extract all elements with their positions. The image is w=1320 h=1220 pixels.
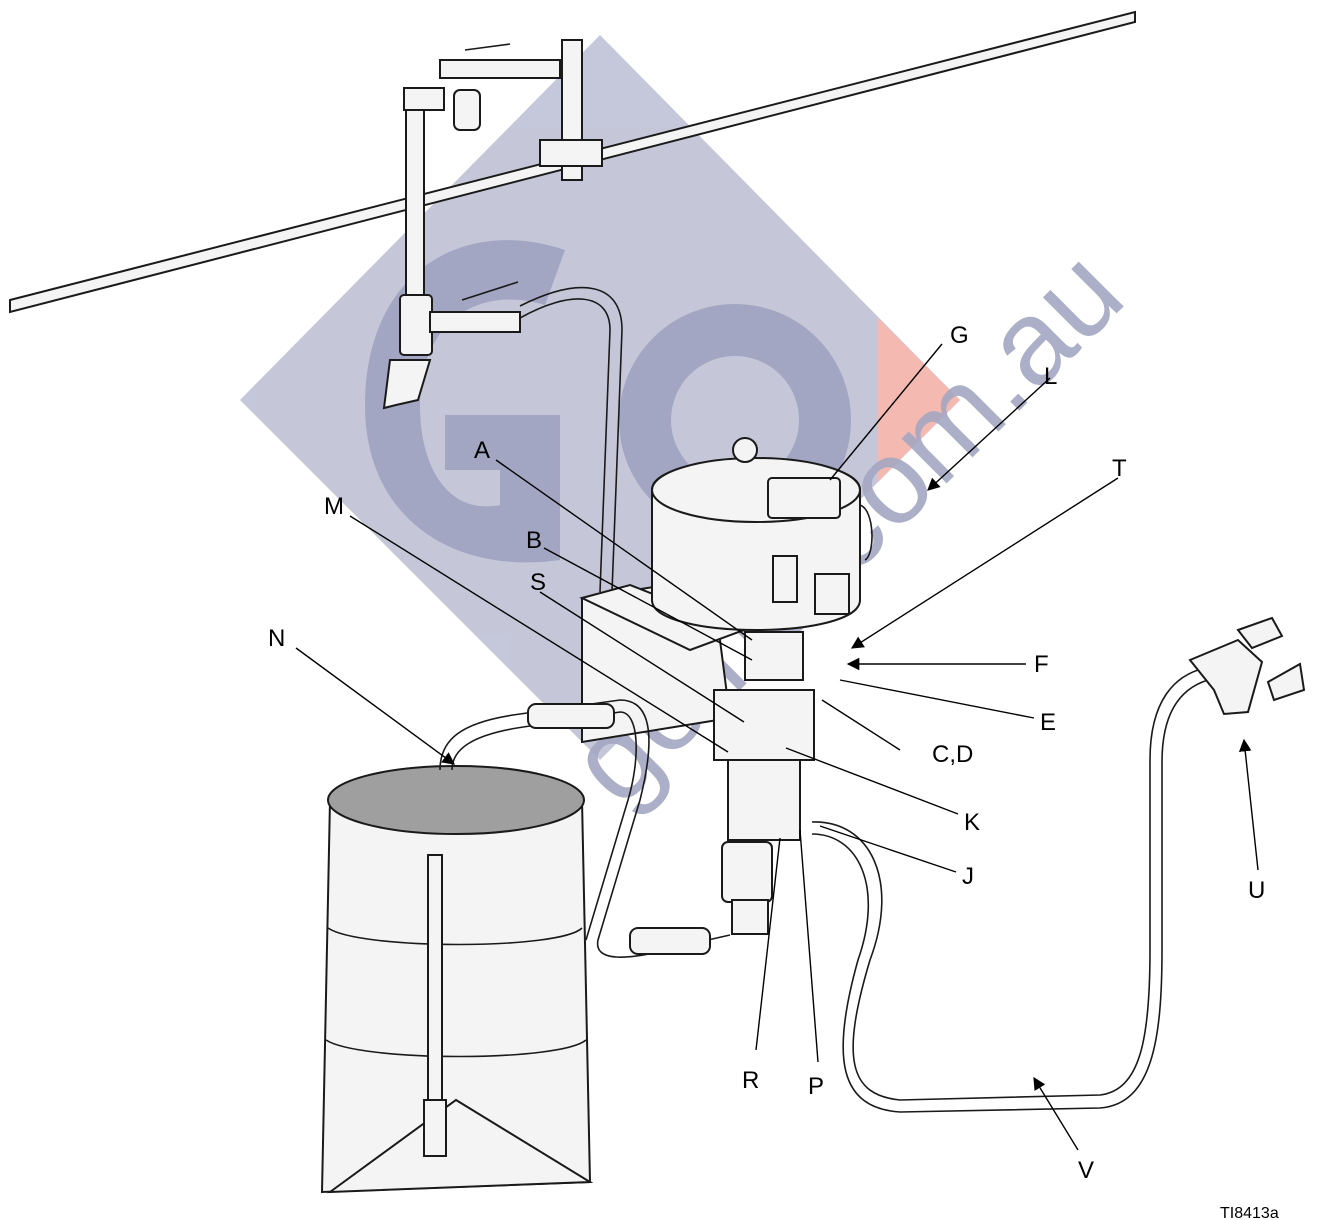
callout-m: M (324, 493, 344, 520)
material-drum (320, 765, 594, 1194)
callout-r: R (742, 1067, 759, 1094)
callout-f: F (1034, 651, 1049, 678)
air-supply-hose (519, 298, 611, 593)
callout-l: L (1044, 363, 1057, 390)
air-motor (651, 437, 873, 631)
callout-g: G (950, 322, 969, 349)
callout-p: P (808, 1073, 824, 1100)
suction-tube (423, 854, 447, 1157)
callout-j: J (962, 863, 974, 890)
callout-u: U (1248, 877, 1265, 904)
callout-k: K (964, 809, 980, 836)
callout-e: E (1040, 709, 1056, 736)
callout-a: A (474, 437, 490, 464)
callout-v: V (1078, 1157, 1094, 1184)
air-drop-manifold (382, 39, 603, 410)
callout-t: T (1112, 455, 1127, 482)
fluid-hose (811, 667, 1206, 1101)
callout-b: B (526, 527, 542, 554)
spray-gun (1188, 616, 1306, 716)
suction-hose (439, 699, 731, 958)
drum-fluid-surface (327, 765, 585, 835)
fluid-pump (713, 631, 815, 935)
leader-lines (295, 343, 1259, 1151)
callout-n: N (268, 625, 285, 652)
watermark-accent-triangle (878, 318, 960, 482)
figure-id: TI8413a (1220, 1205, 1279, 1220)
callout-labels: A B C,D E F G J K L M N P R S T U V TI84… (268, 322, 1279, 1220)
callout-s: S (530, 569, 546, 596)
callout-c-d: C,D (932, 741, 973, 768)
